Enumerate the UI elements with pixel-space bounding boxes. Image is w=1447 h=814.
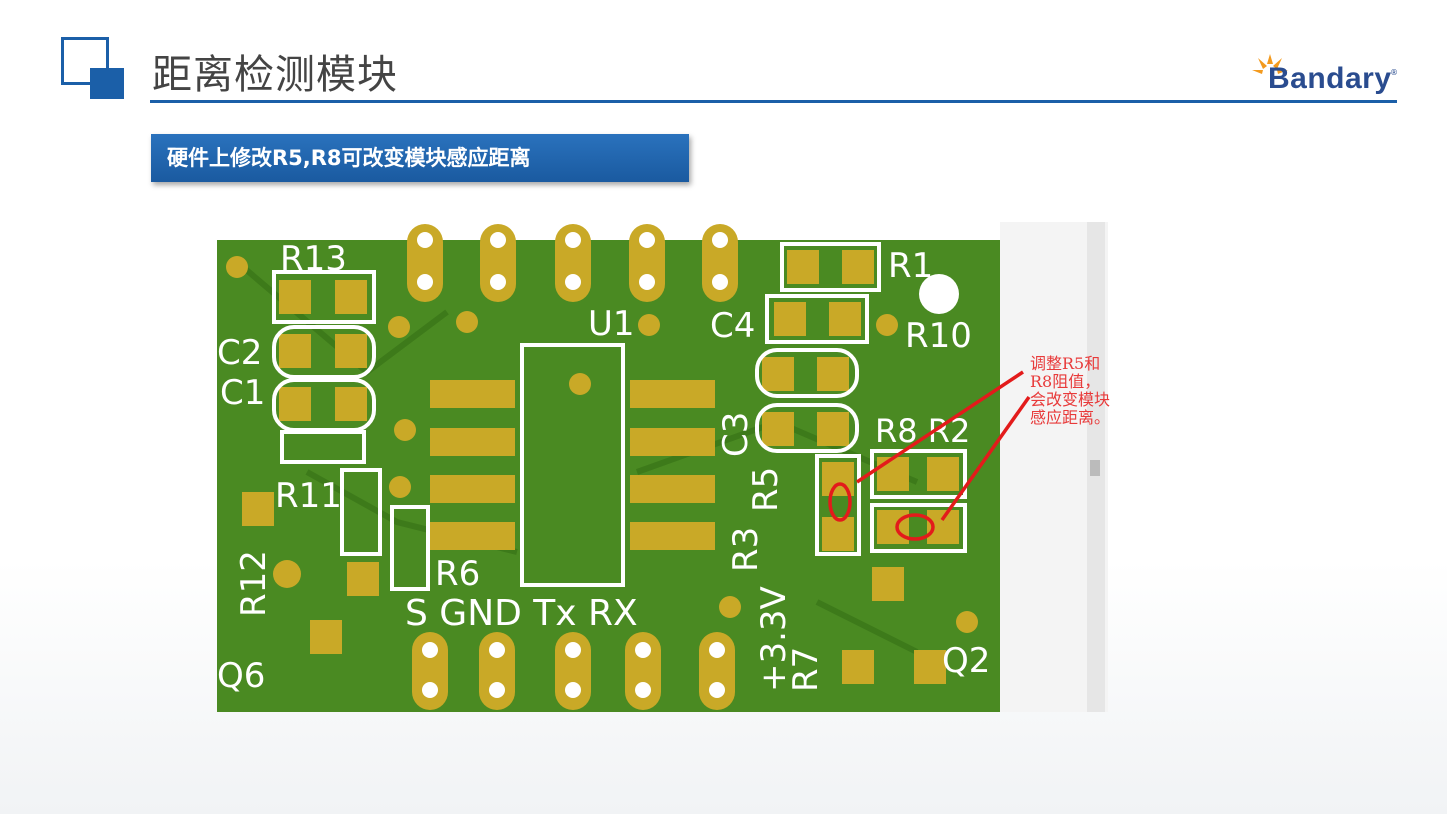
pcb-silkscreen-label: S GND Tx RX (405, 593, 638, 634)
header-pins (407, 224, 738, 710)
title-decoration-square (90, 68, 124, 99)
annotation-pointer (856, 370, 1024, 484)
pcb-silkscreen-label: R10 (905, 316, 972, 356)
pcb-silkscreen-label: R6 (435, 554, 480, 594)
pcb-silkscreen-label: R3 (726, 527, 766, 572)
sun-icon (1252, 54, 1288, 74)
annotation-marks (828, 370, 1031, 541)
annotation-note: 调整R5和R8阻值，会改变模块感应距离。 (1030, 354, 1111, 427)
scrollbar-thumb[interactable] (1090, 460, 1100, 476)
smd-pads (226, 250, 978, 684)
pcb-silkscreen-label: C4 (710, 306, 755, 346)
pcb-silkscreen-label: R12 (234, 550, 274, 617)
u1-outline (520, 343, 625, 587)
r5-highlight-circle (828, 482, 852, 522)
bandary-logo: Bandary ® (1250, 50, 1400, 100)
r8-highlight-circle (895, 513, 935, 541)
pcb-silkscreen-label: C3 (716, 412, 756, 457)
registered-mark: ® (1390, 68, 1398, 77)
pcb-image: R13 C2 C1 R11 R12 Q6 U1 R6 S GND Tx RX C… (217, 222, 1108, 712)
pcb-silkscreen-label: R7 (786, 647, 826, 692)
pcb-silkscreen-label: Q6 (217, 656, 265, 696)
pcb-silkscreen-label: +3.3V (754, 586, 794, 692)
pcb-silkscreen-label: R5 (746, 467, 786, 512)
pcb-silkscreen-label: C1 (220, 373, 265, 413)
logo-text: Bandary (1268, 62, 1392, 95)
subtitle-banner: 硬件上修改R5,R8可改变模块感应距离 (151, 134, 689, 182)
pcb-board (217, 240, 1000, 712)
pcb-silkscreen-label: R11 (275, 476, 342, 516)
pcb-silkscreen-label: R1 (888, 246, 933, 286)
pcb-silkscreen-label: Q2 (942, 641, 990, 681)
annotation-pointer (940, 395, 1031, 522)
page-title: 距离检测模块 (152, 52, 398, 98)
component-outlines (272, 242, 967, 591)
pcb-silkscreen-label: R13 (280, 239, 347, 279)
title-divider (150, 100, 1397, 103)
drill-holes (417, 232, 959, 698)
pcb-silkscreen-label: U1 (588, 304, 635, 344)
pcb-silkscreen-label: C2 (217, 333, 262, 373)
